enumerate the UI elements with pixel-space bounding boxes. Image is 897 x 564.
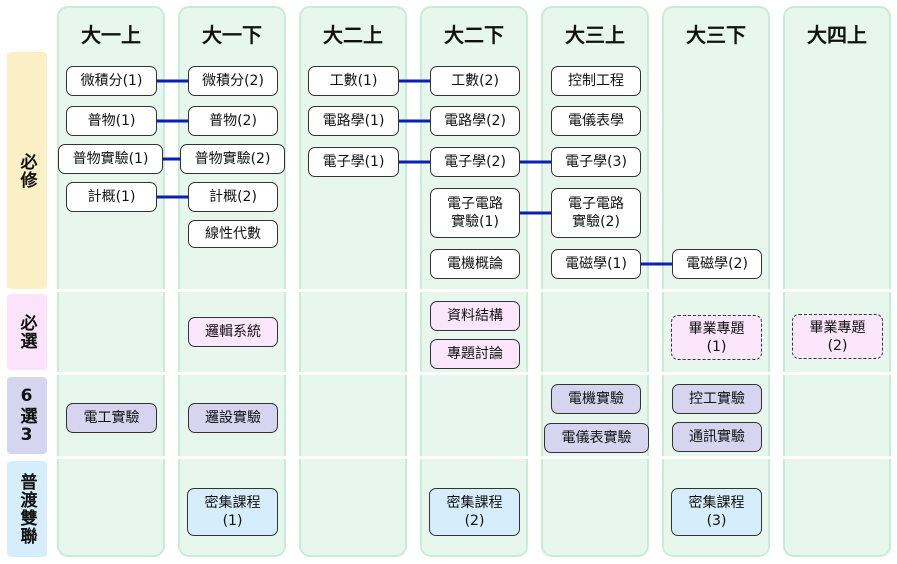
column-header: 大三上: [565, 23, 625, 47]
course-electronics-3[interactable]: 電子學(3): [551, 147, 641, 177]
course-communications-lab[interactable]: 通訊實驗: [672, 422, 762, 452]
column-header: 大三下: [686, 23, 746, 47]
category-joint-program: 普渡雙聯: [7, 461, 47, 557]
course-ee-lab[interactable]: 電工實驗: [66, 403, 157, 433]
column-y1a: 大一上: [57, 6, 165, 557]
course-computer-2[interactable]: 計概(2): [188, 182, 278, 212]
column-header: 大二上: [323, 23, 383, 47]
row-separator: [0, 289, 897, 292]
category-required-elective: 必選: [7, 294, 47, 370]
course-circuits-2[interactable]: 電路學(2): [430, 106, 520, 136]
course-physics-1[interactable]: 普物(1): [66, 106, 157, 136]
course-senior-project-2[interactable]: 畢業專題 (2): [792, 314, 883, 359]
course-linear-algebra[interactable]: 線性代數: [188, 220, 278, 248]
course-logic-systems[interactable]: 邏輯系統: [188, 317, 278, 347]
column-y4a: 大四上: [783, 6, 891, 557]
course-control-engineering[interactable]: 控制工程: [551, 66, 641, 96]
course-electric-machines-lab[interactable]: 電機實驗: [551, 384, 641, 414]
course-calculus-2[interactable]: 微積分(2): [188, 66, 278, 96]
column-y3b: 大三下: [662, 6, 770, 557]
column-y1b: 大一下: [178, 6, 286, 557]
row-separator: [0, 372, 897, 375]
course-intensive-1[interactable]: 密集課程 (1): [187, 488, 278, 536]
column-y3a: 大三上: [541, 6, 649, 557]
course-physics-lab-1[interactable]: 普物實驗(1): [58, 144, 163, 174]
course-eng-math-1[interactable]: 工數(1): [308, 66, 399, 96]
column-header: 大二下: [444, 23, 504, 47]
column-header: 大四上: [807, 23, 867, 47]
course-intensive-2[interactable]: 密集課程 (2): [429, 488, 520, 536]
course-electromagnetics-1[interactable]: 電磁學(1): [551, 249, 641, 279]
course-eng-math-2[interactable]: 工數(2): [430, 66, 520, 96]
column-y2a: 大二上: [299, 6, 407, 557]
course-electromagnetics-2[interactable]: 電磁學(2): [672, 249, 762, 279]
course-logic-design-lab[interactable]: 邏設實驗: [188, 403, 278, 433]
course-senior-project-1[interactable]: 畢業專題 (1): [671, 315, 762, 360]
course-electronic-circuits-lab-1[interactable]: 電子電路 實驗(1): [430, 188, 520, 238]
course-calculus-1[interactable]: 微積分(1): [66, 66, 157, 96]
row-separator: [0, 456, 897, 459]
column-y2b: 大二下: [420, 6, 528, 557]
column-header: 大一下: [202, 23, 262, 47]
course-physics-2[interactable]: 普物(2): [188, 106, 278, 136]
course-instrumentation[interactable]: 電儀表學: [551, 106, 641, 136]
course-intensive-3[interactable]: 密集課程 (3): [671, 488, 762, 536]
course-seminar[interactable]: 專題討論: [430, 339, 520, 369]
course-control-lab[interactable]: 控工實驗: [672, 384, 762, 414]
course-electric-machines[interactable]: 電機概論: [430, 249, 520, 279]
course-electronics-1[interactable]: 電子學(1): [308, 147, 399, 177]
course-instrumentation-lab[interactable]: 電儀表實驗: [544, 423, 649, 453]
course-computer-1[interactable]: 計概(1): [66, 182, 157, 212]
course-circuits-1[interactable]: 電路學(1): [308, 106, 399, 136]
category-choose-three: 6選3: [7, 377, 47, 454]
category-required: 必修: [7, 52, 47, 289]
course-data-structures[interactable]: 資料結構: [430, 301, 520, 331]
course-electronic-circuits-lab-2[interactable]: 電子電路 實驗(2): [551, 188, 641, 238]
course-electronics-2[interactable]: 電子學(2): [430, 147, 520, 177]
course-physics-lab-2[interactable]: 普物實驗(2): [180, 144, 285, 174]
column-header: 大一上: [81, 23, 141, 47]
